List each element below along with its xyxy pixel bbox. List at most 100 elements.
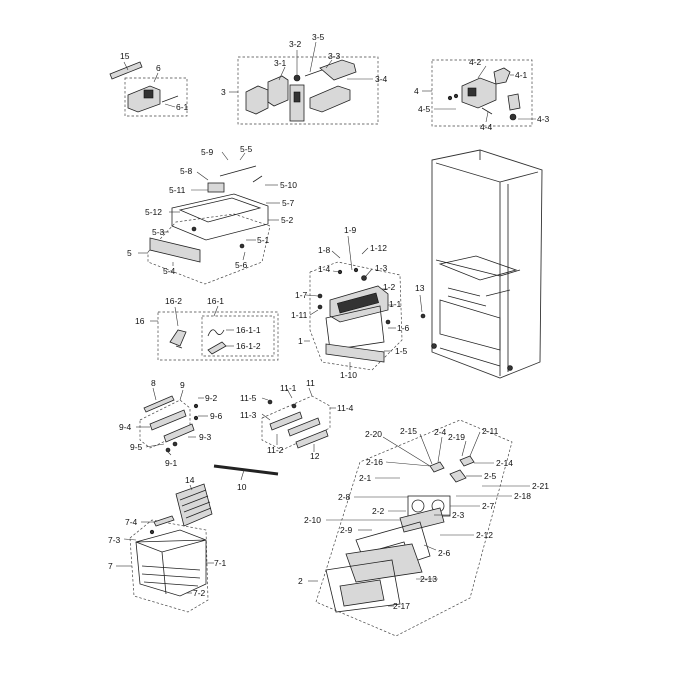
- label-1-9: 1-9: [344, 225, 357, 235]
- label-2: 2: [298, 576, 303, 586]
- label-5-4: 5-4: [163, 266, 176, 276]
- label-9-2: 9-2: [205, 393, 218, 403]
- label-15: 15: [120, 51, 130, 61]
- label-6-1: 6-1: [176, 102, 189, 112]
- label-16-1-1: 16-1-1: [236, 325, 261, 335]
- label-1-8: 1-8: [318, 245, 331, 255]
- label-4: 4: [414, 86, 419, 96]
- label-9: 9: [180, 380, 185, 390]
- label-2-4: 2-4: [434, 427, 447, 437]
- label-11-1: 11-1: [280, 383, 297, 393]
- label-1-10: 1-10: [340, 370, 357, 380]
- label-2-2: 2-2: [372, 506, 385, 516]
- group-1-control-module: [309, 261, 403, 371]
- label-7-3: 7-3: [108, 535, 121, 545]
- label-2-13: 2-13: [420, 574, 437, 584]
- group-9-rails: [139, 395, 199, 453]
- label-5-6: 5-6: [235, 260, 248, 270]
- label-2-1: 2-1: [359, 473, 372, 483]
- label-3-3: 3-3: [328, 51, 341, 61]
- label-3: 3: [221, 87, 226, 97]
- group-3-dispenser: [237, 56, 379, 125]
- label-2-20: 2-20: [365, 429, 382, 439]
- label-5-1: 5-1: [257, 235, 270, 245]
- label-2-5: 2-5: [484, 471, 497, 481]
- label-11-3: 11-3: [240, 410, 257, 420]
- label-2-17: 2-17: [393, 601, 410, 611]
- label-1-12: 1-12: [370, 243, 387, 253]
- label-9-4: 9-4: [119, 422, 132, 432]
- label-3-4: 3-4: [375, 74, 388, 84]
- label-2-19: 2-19: [448, 432, 465, 442]
- label-2-21: 2-21: [532, 481, 549, 491]
- label-2-3: 2-3: [452, 510, 465, 520]
- label-5-5: 5-5: [240, 144, 253, 154]
- label-10: 10: [237, 482, 247, 492]
- label-9-1: 9-1: [165, 458, 178, 468]
- part-6-icemaker: [124, 77, 188, 117]
- label-5-10: 5-10: [280, 180, 297, 190]
- label-8: 8: [151, 378, 156, 388]
- label-14: 14: [185, 475, 195, 485]
- label-2-16: 2-16: [366, 457, 383, 467]
- part-15-strip: [109, 61, 143, 80]
- group-11-rails: [261, 395, 331, 451]
- label-13: 13: [415, 283, 425, 293]
- label-6: 6: [156, 63, 161, 73]
- label-2-6: 2-6: [438, 548, 451, 558]
- label-4-5: 4-5: [418, 104, 431, 114]
- label-12: 12: [310, 451, 320, 461]
- group-16-assembly: [157, 311, 279, 361]
- label-4-2: 4-2: [469, 57, 482, 67]
- label-2-18: 2-18: [514, 491, 531, 501]
- label-3-2: 3-2: [289, 39, 302, 49]
- group-4-assembly: [431, 59, 533, 127]
- label-5-7: 5-7: [282, 198, 295, 208]
- label-9-5: 9-5: [130, 442, 143, 452]
- group-7-basket: [129, 515, 209, 613]
- label-16-1: 16-1: [207, 296, 224, 306]
- label-9-3: 9-3: [199, 432, 212, 442]
- label-4-1: 4-1: [515, 70, 528, 80]
- label-2-10: 2-10: [304, 515, 321, 525]
- label-5-3: 5-3: [152, 227, 165, 237]
- label-11: 11: [306, 378, 315, 388]
- label-2-7: 2-7: [482, 501, 495, 511]
- label-7-2: 7-2: [193, 588, 206, 598]
- label-4-3: 4-3: [537, 114, 550, 124]
- label-1-3: 1-3: [375, 263, 388, 273]
- label-5-8: 5-8: [180, 166, 193, 176]
- label-7-1: 7-1: [214, 558, 227, 568]
- label-5-11: 5-11: [169, 185, 186, 195]
- label-9-6: 9-6: [210, 411, 223, 421]
- group-2-dispenser-panel: [315, 419, 513, 637]
- label-16: 16: [135, 316, 145, 326]
- label-2-15: 2-15: [400, 426, 417, 436]
- label-11-4: 11-4: [337, 403, 354, 413]
- refrigerator-cabinet: [431, 149, 543, 379]
- label-5-2: 5-2: [281, 215, 294, 225]
- label-1-5: 1-5: [395, 346, 408, 356]
- label-5-12: 5-12: [145, 207, 162, 217]
- label-7: 7: [108, 561, 113, 571]
- label-2-11: 2-11: [482, 426, 499, 436]
- label-1-6: 1-6: [397, 323, 410, 333]
- part-14-filter: [175, 483, 213, 527]
- label-1-1: 1-1: [389, 299, 402, 309]
- label-2-12: 2-12: [476, 530, 493, 540]
- label-5: 5: [127, 248, 132, 258]
- label-3-5: 3-5: [312, 32, 325, 42]
- label-1-2: 1-2: [383, 282, 396, 292]
- label-11-2: 11-2: [267, 445, 284, 455]
- part-10-rod: [213, 464, 279, 476]
- label-4-4: 4-4: [480, 122, 493, 132]
- label-16-1-2: 16-1-2: [236, 341, 261, 351]
- label-7-4: 7-4: [125, 517, 138, 527]
- label-1-7: 1-7: [295, 290, 308, 300]
- label-2-14: 2-14: [496, 458, 513, 468]
- label-2-9: 2-9: [340, 525, 353, 535]
- label-11-5: 11-5: [240, 393, 257, 403]
- label-1-4: 1-4: [318, 264, 331, 274]
